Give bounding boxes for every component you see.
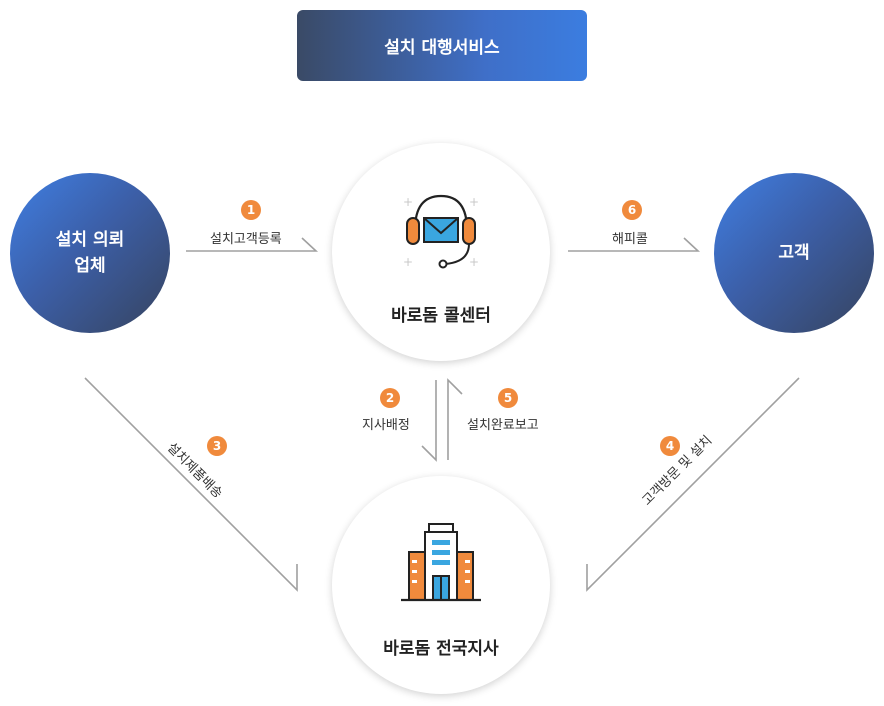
arrow-step-3 [84,377,298,592]
svg-text:+: + [469,255,479,269]
step-2-label: 지사배정 [362,418,410,433]
arrow-step-1 [186,237,319,252]
step-6-badge: 6 [622,200,642,220]
callcenter-node: + + + + 바로돔 콜센터 [332,143,550,361]
branch-label: 바로돔 전국지사 [383,639,499,659]
step-5-label: 설치완료보고 [467,418,539,433]
svg-text:+: + [469,195,479,209]
callcenter-label: 바로돔 콜센터 [391,306,491,326]
step-3-badge: 3 [207,436,227,456]
step-1-badge: 1 [241,200,261,220]
svg-text:+: + [403,255,413,269]
step-6-label: 해피콜 [612,232,648,247]
step-2-badge: 2 [380,388,400,408]
requester-label-line1: 설치 의뢰 [55,230,125,250]
branch-node: 바로돔 전국지사 [332,476,550,694]
requester-label-line2: 업체 [74,256,106,276]
headset-mail-icon: + + + + [403,194,479,269]
arrow-step-5 [447,378,463,460]
arrow-step-6 [568,237,701,252]
step-5-badge: 5 [498,388,518,408]
step-1-label: 설치고객등록 [210,232,282,247]
customer-node: 고객 [714,173,874,333]
arrow-step-4 [586,377,800,592]
building-icon [401,523,481,602]
arrow-step-2 [421,380,437,462]
step-4-badge: 4 [660,436,680,456]
customer-label: 고객 [778,243,810,263]
svg-text:+: + [403,195,413,209]
page-title: 설치 대행서비스 [297,10,587,81]
